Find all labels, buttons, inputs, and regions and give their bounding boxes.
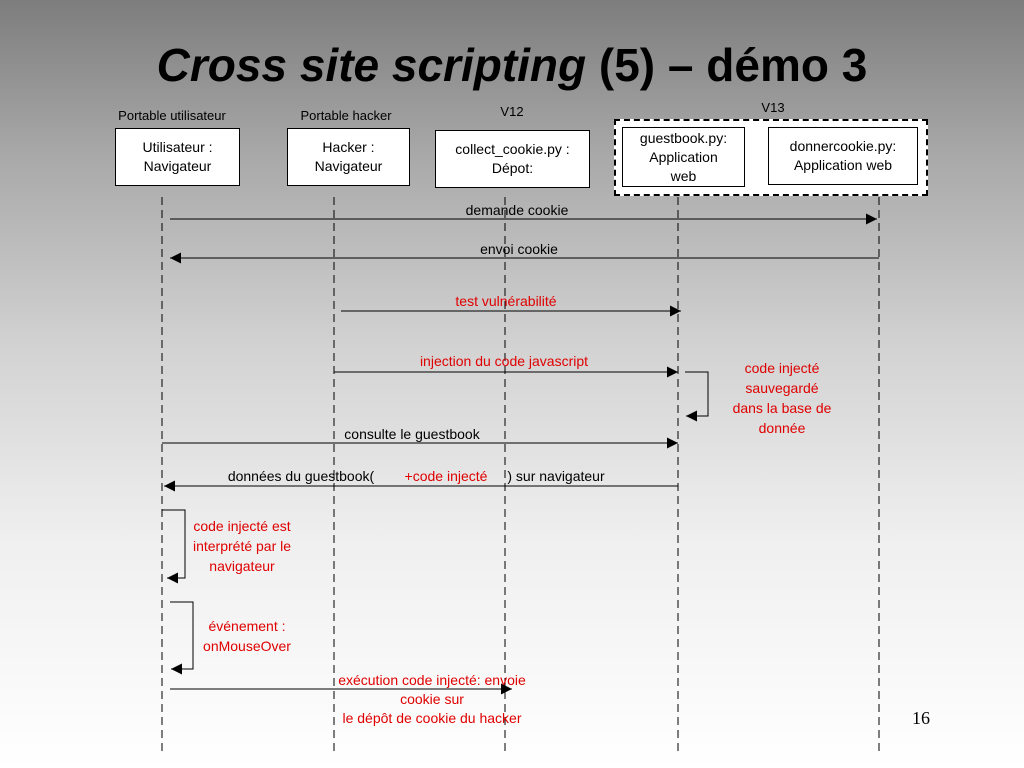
- note-evenement: événement : onMouseOver: [203, 618, 291, 654]
- lifeline-box-user: Utilisateur : Navigateur: [115, 128, 240, 186]
- header-hacker-laptop: Portable hacker: [300, 108, 392, 123]
- title-rest: (5) – démo 3: [586, 39, 868, 91]
- msg-donnees-c: ) sur navigateur: [507, 468, 605, 484]
- arrow-self-save: [685, 371, 709, 422]
- msg-demande-cookie: demande cookie: [465, 202, 569, 218]
- msg-test-vulnerabilite: test vulnérabilité: [455, 293, 557, 309]
- title-italic: Cross site scripting: [156, 39, 587, 91]
- msg-execution: exécution code injecté: envoie cookie su…: [338, 672, 526, 726]
- lifeline-label-user: Utilisateur : Navigateur: [142, 139, 213, 174]
- lifeline-box-hacker: Hacker : Navigateur: [287, 128, 410, 186]
- lifeline-label-collect: collect_cookie.py : Dépot:: [455, 141, 570, 176]
- lifeline-label-guestbook: guestbook.py: Application web: [639, 129, 728, 184]
- msg-consulte: consulte le guestbook: [344, 426, 480, 442]
- lifeline-box-collect: collect_cookie.py : Dépot:: [435, 130, 590, 188]
- slide-title: Cross site scripting (5) – démo 3: [0, 38, 1024, 92]
- msg-injection: injection du code javascript: [419, 353, 589, 369]
- header-v13: V13: [761, 100, 785, 115]
- header-v12: V12: [500, 104, 524, 119]
- lifeline-label-donner: donnercookie.py: Application web: [789, 138, 897, 173]
- lifeline-label-hacker: Hacker : Navigateur: [314, 139, 383, 174]
- arrow-self-event: [170, 601, 194, 675]
- page-number: 16: [912, 708, 930, 728]
- lifeline-box-guestbook: guestbook.py: Application web: [622, 127, 745, 187]
- msg-donnees-a: données du guestbook(: [227, 468, 375, 484]
- lifeline-box-donner: donnercookie.py: Application web: [768, 127, 918, 185]
- header-user-laptop: Portable utilisateur: [118, 108, 226, 123]
- arrow-self-interpret: [162, 509, 186, 584]
- msg-donnees-b: +code injecté: [404, 468, 488, 484]
- note-code-sauvegarde: code injecté sauvegardé dans la base de …: [732, 360, 832, 436]
- note-code-interprete: code injecté est interprété par le navig…: [192, 518, 292, 574]
- msg-envoi-cookie: envoi cookie: [480, 241, 558, 257]
